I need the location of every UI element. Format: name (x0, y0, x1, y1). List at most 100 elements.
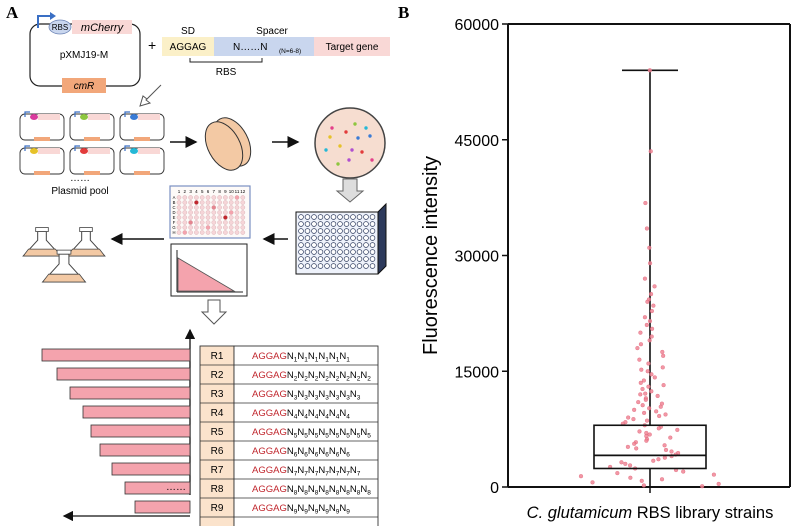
plate-well (343, 221, 350, 227)
screen-well (211, 200, 217, 205)
screen-well (176, 195, 182, 200)
data-point (645, 299, 650, 304)
colony (356, 136, 360, 140)
plate-well (343, 214, 350, 220)
screen-well (228, 200, 234, 205)
screen-well (223, 210, 228, 215)
plate-well (369, 214, 376, 220)
screen-well (194, 220, 199, 225)
cells-icon (204, 117, 252, 171)
mcherry-box (72, 20, 132, 34)
screen-well (217, 210, 222, 215)
plate-well (369, 228, 376, 234)
pool-label: Plasmid pool (51, 186, 108, 197)
data-point (656, 457, 661, 462)
screen-well (176, 200, 182, 205)
screen-well (228, 215, 234, 220)
expression-bar (82, 405, 191, 419)
y-tick-label: 60000 (455, 17, 500, 34)
screen-well (205, 215, 211, 220)
data-point (638, 392, 643, 397)
plate-well (298, 256, 304, 262)
data-point (615, 471, 620, 476)
data-point (651, 458, 656, 463)
expression-bar (41, 348, 191, 362)
screen-well (205, 230, 211, 235)
plate-well (350, 235, 356, 241)
plus-sign: + (148, 37, 156, 53)
data-point (663, 447, 669, 453)
plate-row-label: F (173, 220, 176, 225)
screen-well (199, 195, 205, 200)
plate-well (343, 249, 350, 255)
plasmid-rbs-label: RBS (52, 23, 68, 32)
plate-well (343, 242, 350, 248)
pool-dots: …… (70, 173, 90, 184)
data-point (655, 393, 660, 398)
screen-well (223, 220, 228, 225)
screen-well (182, 230, 188, 235)
screen-well (217, 205, 222, 210)
data-point (639, 478, 644, 483)
plate-col-label: 1 (178, 189, 181, 194)
screen-well (188, 215, 193, 220)
target-box (314, 37, 390, 56)
plate-row-label: B (173, 200, 176, 205)
data-point (642, 276, 647, 281)
screen-well (205, 205, 211, 210)
plate-row-label: G (172, 225, 175, 230)
box-iqr (593, 424, 707, 470)
screen-well (217, 230, 222, 235)
plate-col-label: 9 (224, 189, 227, 194)
expression-bar (69, 386, 191, 400)
screen-well (211, 215, 217, 220)
plate-well (298, 242, 304, 248)
screen-well (188, 205, 193, 210)
table-row-seq: AGGAGN8​N8​N8​N8​N8​N8​N8​N8​ (252, 484, 371, 497)
colony (328, 135, 332, 139)
expression-bar (99, 443, 191, 457)
plasmid-diagram: RBS mCherry pXMJ19-M cmR (29, 12, 141, 93)
data-point (647, 406, 652, 411)
screen-well (228, 230, 234, 235)
screen-well (228, 220, 234, 225)
plate-well (369, 249, 376, 255)
screen-well (188, 220, 193, 225)
plate-well (317, 256, 324, 262)
panel-b-label: B (398, 3, 409, 22)
sd-label: SD (181, 26, 195, 37)
data-point (716, 481, 721, 486)
screen-well (188, 195, 193, 200)
data-point (639, 367, 644, 372)
data-point (656, 426, 661, 431)
plate-well (337, 263, 343, 269)
screen-well (176, 215, 182, 220)
plate-well (311, 242, 317, 248)
data-point (638, 380, 643, 385)
screen-well (199, 230, 205, 235)
screen-well (199, 215, 205, 220)
data-point (638, 330, 643, 335)
plate-well (343, 235, 350, 241)
screen-well (194, 205, 199, 210)
screen-well (205, 220, 211, 225)
y-axis-label: Fluorescence intensity (420, 156, 442, 355)
data-point (659, 477, 665, 482)
plate-col-label: 2 (184, 189, 187, 194)
table-row-seq: AGGAGN6​N6​N6​N6​N6​N6​ (252, 446, 350, 459)
plate-well (350, 214, 356, 220)
plate-well (363, 256, 369, 262)
screen-well (217, 225, 222, 230)
plasmid-pool (19, 111, 165, 175)
distribution-mini-chart (170, 243, 248, 297)
plate-well (350, 263, 356, 269)
plate-well (356, 221, 363, 227)
cmr-box (62, 78, 106, 93)
data-point (662, 455, 667, 460)
hollow-arrow-icon (139, 84, 162, 107)
colony (350, 148, 354, 152)
plate-well (324, 263, 330, 269)
plate-well (369, 242, 376, 248)
plate-col-label: 3 (189, 189, 192, 194)
